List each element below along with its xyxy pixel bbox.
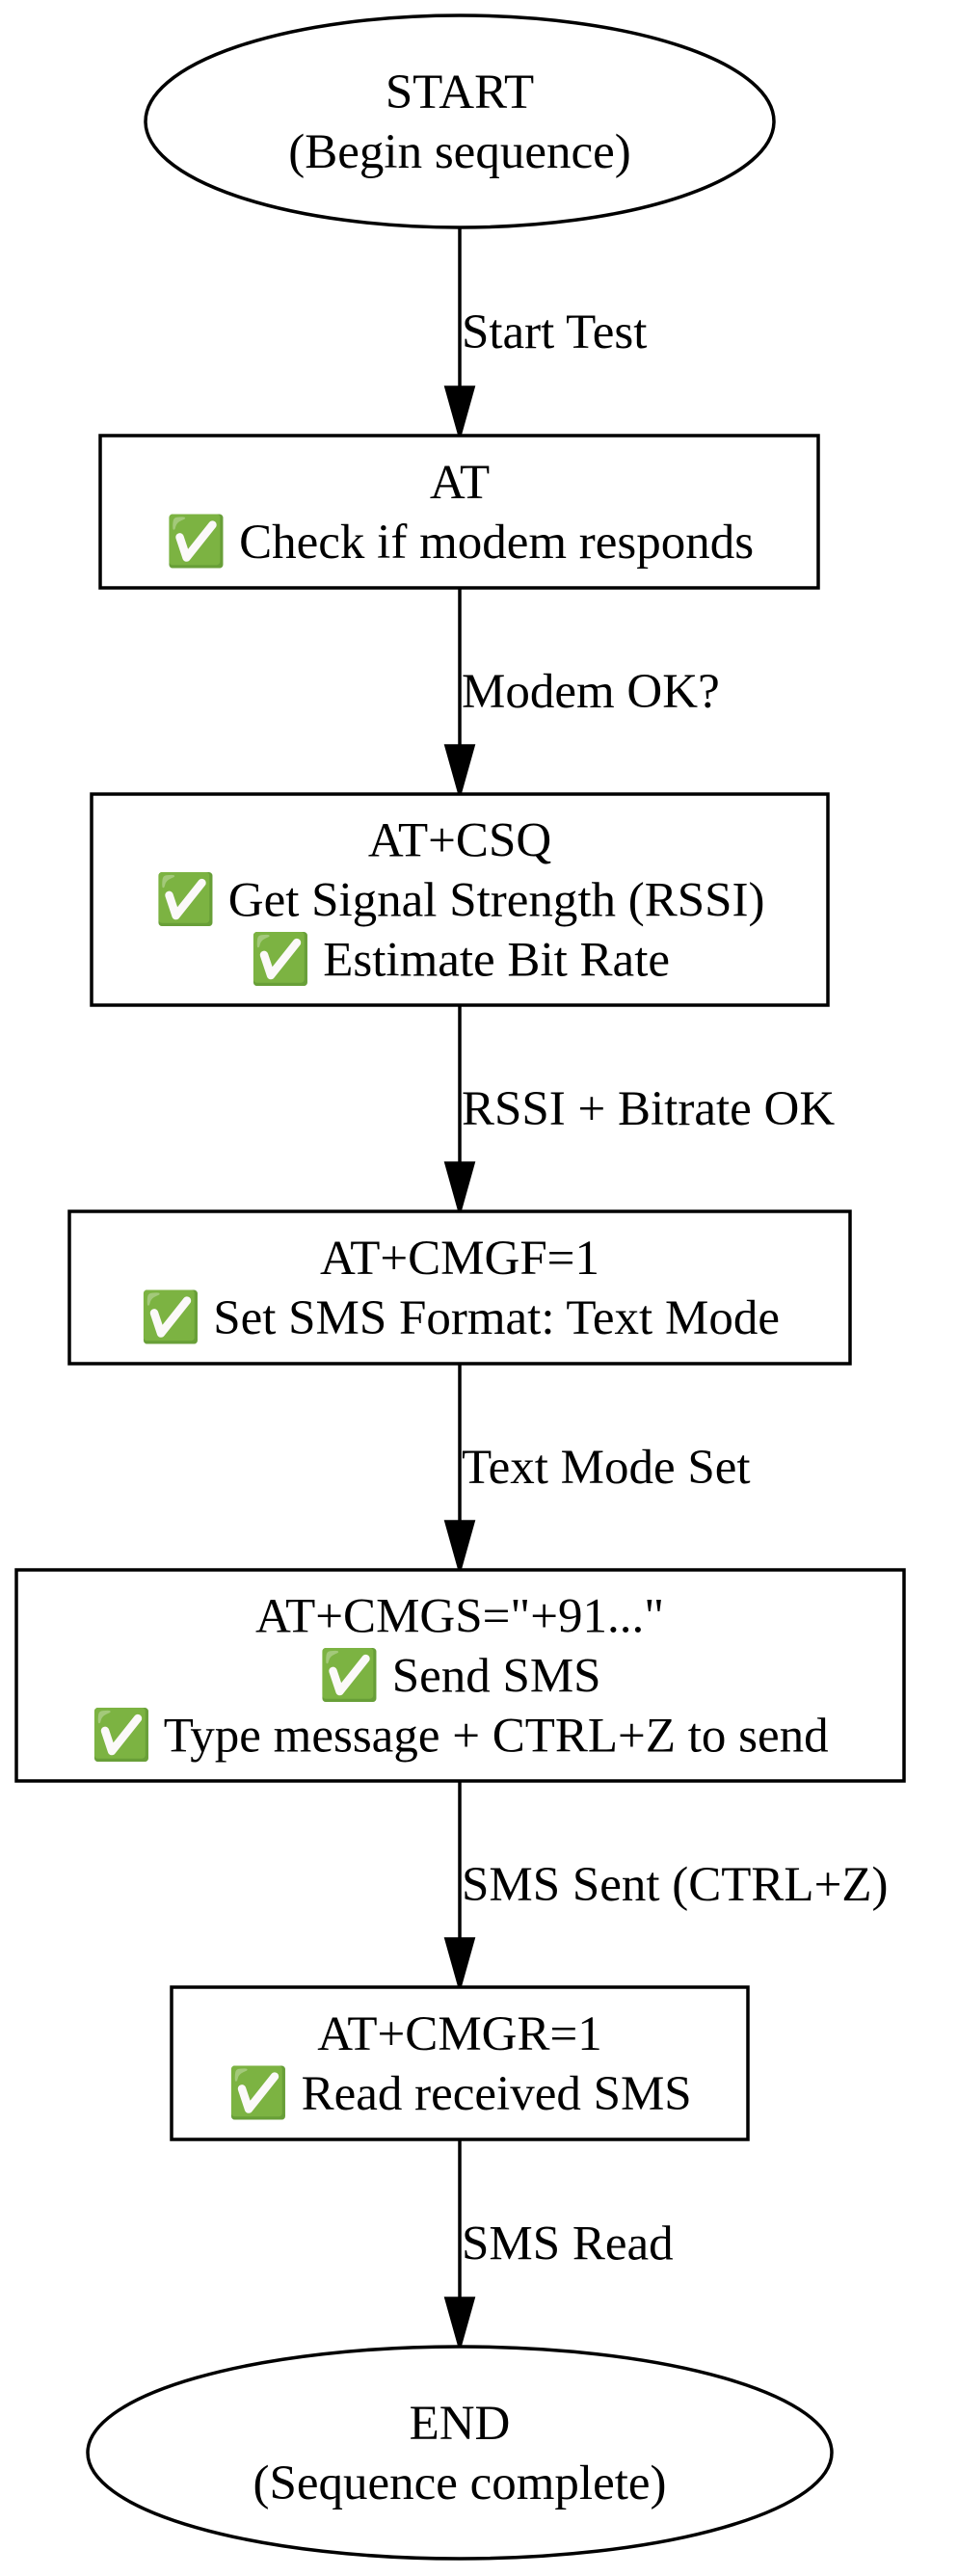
node-cmgs-line: ✅ Type message + CTRL+Z to send [91, 1707, 828, 1764]
edge-label: Text Mode Set [462, 1441, 751, 1495]
edge-cmgs-to-cmgr: SMS Sent (CTRL+Z) [443, 1781, 888, 1994]
nodes-layer: START(Begin sequence) AT✅ Check if modem … [14, 13, 906, 2561]
edge-label: Modem OK? [462, 665, 720, 719]
arrow-head-icon [443, 385, 476, 442]
node-cmgf-line: AT+CMGF=1 [320, 1232, 599, 1286]
edge-label: SMS Sent (CTRL+Z) [462, 1858, 888, 1912]
edge-label: Start Test [462, 305, 647, 359]
edge-start-to-at: Start Test [443, 227, 647, 442]
edge-cmgf-to-cmgs: Text Mode Set [443, 1364, 751, 1577]
node-cmgr-line: ✅ Read received SMS [227, 2064, 691, 2121]
edge-csq-to-cmgf: RSSI + Bitrate OK [443, 1005, 835, 1218]
arrow-head-icon [443, 1520, 476, 1577]
node-end: END(Sequence complete) [86, 2345, 834, 2561]
node-cmgr-line: AT+CMGR=1 [317, 2007, 602, 2061]
node-end-line: END [410, 2397, 511, 2451]
node-at-line: AT [430, 456, 490, 510]
node-cmgs: AT+CMGS="+91..."✅ Send SMS✅ Type message… [14, 1568, 906, 1783]
edge-at-to-csq: Modem OK? [443, 588, 720, 801]
edge-cmgr-to-end: SMS Read [443, 2139, 674, 2353]
node-start-shape [144, 13, 776, 229]
edge-label: SMS Read [462, 2217, 674, 2271]
arrow-head-icon [443, 1937, 476, 1994]
node-end-shape [86, 2345, 834, 2561]
node-start: START(Begin sequence) [144, 13, 776, 229]
arrow-head-icon [443, 2297, 476, 2353]
node-cmgs-shape [14, 1568, 906, 1783]
node-cmgf-line: ✅ Set SMS Format: Text Mode [140, 1288, 780, 1345]
edge-label: RSSI + Bitrate OK [462, 1082, 835, 1136]
arrow-head-icon [443, 744, 476, 801]
node-csq-line: AT+CSQ [368, 814, 551, 868]
node-cmgr: AT+CMGR=1✅ Read received SMS [170, 1985, 750, 2141]
node-at-shape [98, 434, 820, 590]
node-cmgf: AT+CMGF=1✅ Set SMS Format: Text Mode [67, 1209, 852, 1366]
node-csq: AT+CSQ✅ Get Signal Strength (RSSI)✅ Esti… [90, 792, 830, 1007]
node-at-line: ✅ Check if modem responds [166, 513, 754, 570]
node-start-line: START [386, 66, 534, 120]
node-cmgs-line: ✅ Send SMS [318, 1647, 600, 1704]
node-at: AT✅ Check if modem responds [98, 434, 820, 590]
node-csq-line: ✅ Estimate Bit Rate [250, 931, 670, 988]
node-csq-shape [90, 792, 830, 1007]
node-cmgs-line: AT+CMGS="+91..." [255, 1590, 664, 1644]
node-start-line: (Begin sequence) [288, 125, 630, 179]
node-cmgf-shape [67, 1209, 852, 1366]
node-end-line: (Sequence complete) [253, 2456, 666, 2510]
node-csq-line: ✅ Get Signal Strength (RSSI) [155, 871, 765, 928]
node-cmgr-shape [170, 1985, 750, 2141]
arrow-head-icon [443, 1161, 476, 1218]
